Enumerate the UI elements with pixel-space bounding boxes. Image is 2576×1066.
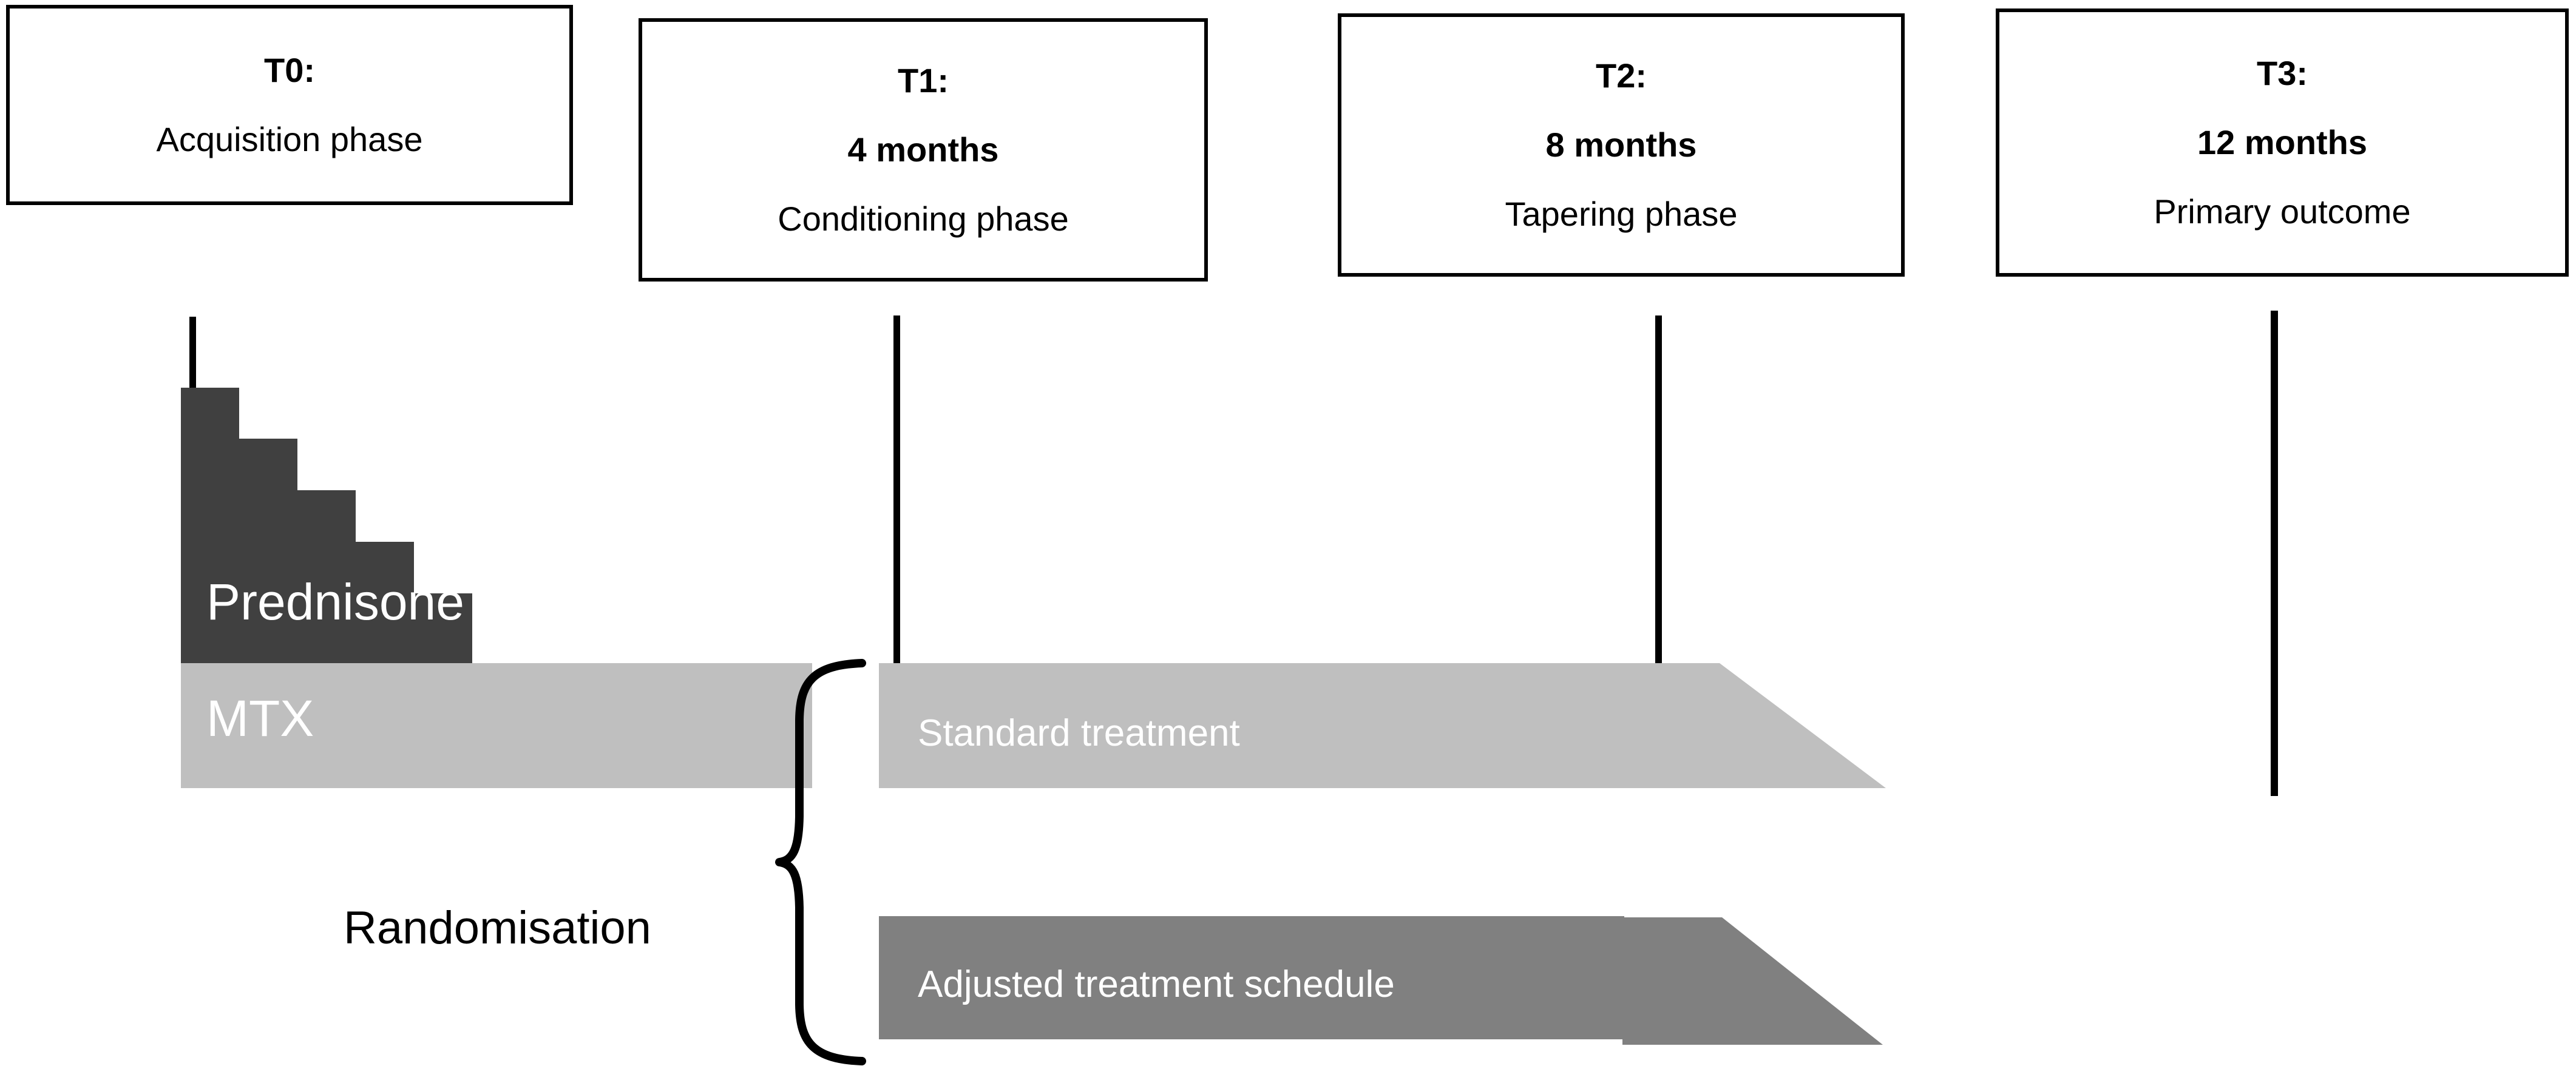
mtx-bar [181,663,812,788]
timepoint-tick-t3 [2271,311,2278,796]
timepoint-box-t1: T1: 4 months Conditioning phase [639,18,1208,282]
prednisone-taper-shape [181,388,472,663]
timepoint-box-t3: T3: 12 months Primary outcome [1996,8,2569,277]
timepoint-box-t2: T2: 8 months Tapering phase [1338,13,1905,277]
randomisation-label: Randomisation [344,902,651,954]
timepoint-months-t1: 4 months [847,130,999,169]
timepoint-box-t0: T0: Acquisition phase [6,5,573,205]
standard-treatment-label: Standard treatment [918,712,1240,754]
timepoint-tick-t2 [1655,315,1662,666]
adjusted-treatment-taper [1622,917,1883,1045]
timepoint-months-t2: 8 months [1545,126,1697,164]
timepoint-subtitle-t2: Tapering phase [1505,195,1738,233]
mtx-label: MTX [206,690,314,747]
prednisone-label: Prednisone [206,573,464,630]
adjusted-treatment-bar [879,916,1624,1039]
standard-treatment-bar [879,663,1624,788]
timepoint-title-t2: T2: [1596,56,1647,95]
randomisation-brace [775,659,866,1065]
timepoint-tick-t1 [893,315,900,666]
timepoint-title-t3: T3: [2257,54,2308,92]
timepoint-months-t3: 12 months [2197,123,2368,161]
timepoint-subtitle-t0: Acquisition phase [156,120,423,158]
timepoint-title-t0: T0: [264,51,315,89]
timepoint-title-t1: T1: [898,61,949,100]
timepoint-tick-t0 [189,317,196,391]
timepoint-subtitle-t1: Conditioning phase [778,200,1069,238]
standard-treatment-taper [1616,663,1886,788]
timepoint-subtitle-t3: Primary outcome [2154,192,2411,231]
adjusted-treatment-label: Adjusted treatment schedule [918,963,1395,1005]
